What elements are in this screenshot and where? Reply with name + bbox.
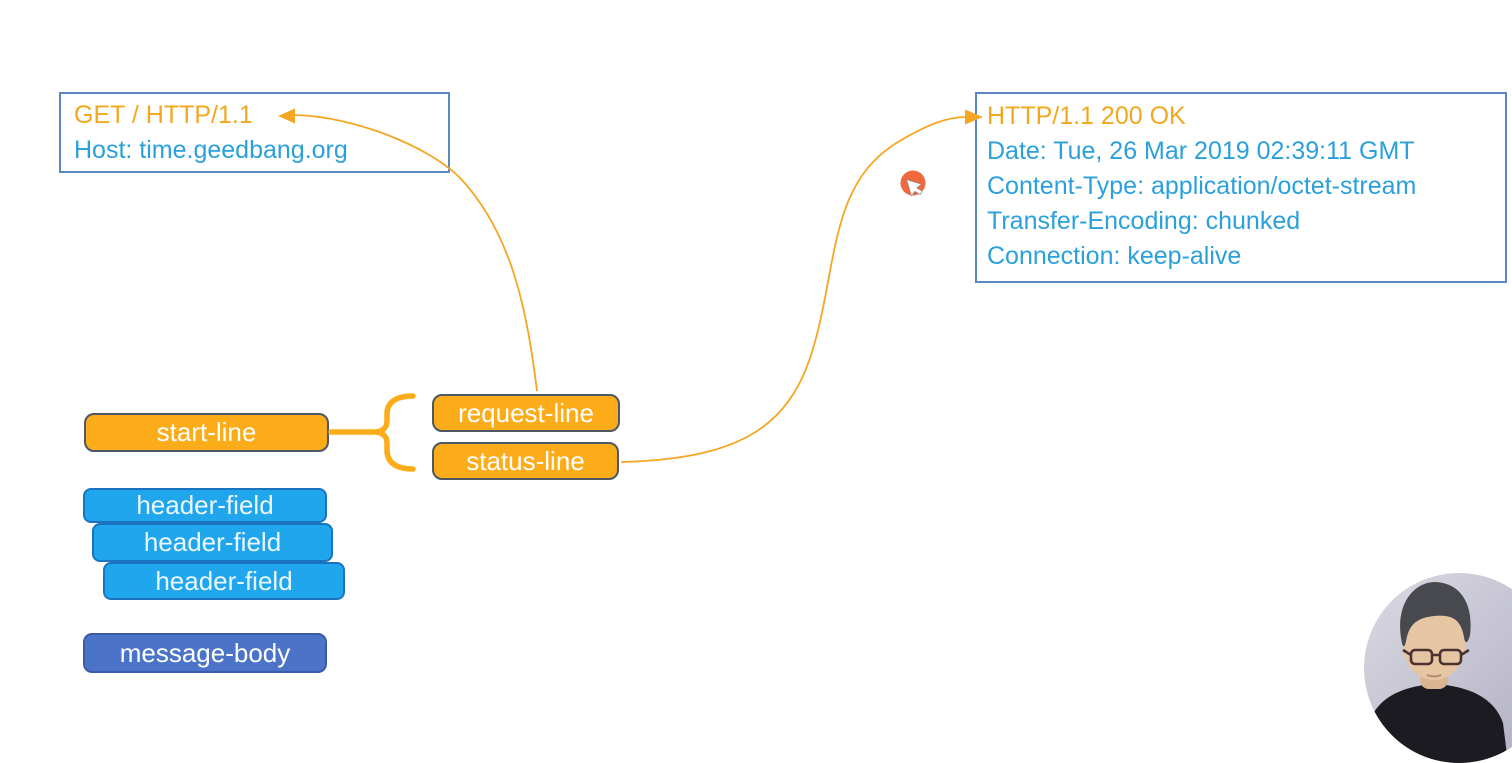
mouse-cursor-highlight-icon (900, 170, 926, 197)
request-example-box: GET / HTTP/1.1 Host: time.geedbang.org (59, 92, 450, 173)
presenter-mouth (1426, 674, 1442, 678)
response-header-transfer-encoding: Transfer-Encoding: chunked (987, 207, 1301, 235)
node-header-field-2: header-field (92, 523, 333, 562)
request-start-line-text: GET / HTTP/1.1 (74, 101, 253, 129)
curve-status-line-arrow (620, 116, 967, 463)
node-message-body: message-body (83, 633, 327, 673)
response-header-content-type: Content-Type: application/octet-stream (987, 172, 1417, 200)
presenter-hair (1400, 582, 1471, 647)
node-header-field-3: header-field (103, 562, 345, 600)
presenter-shirt (1366, 684, 1508, 763)
response-example-box: HTTP/1.1 200 OK Date: Tue, 26 Mar 2019 0… (975, 92, 1507, 283)
webcam-overlay (1364, 573, 1512, 763)
node-start-line: start-line (84, 413, 329, 452)
response-header-connection: Connection: keep-alive (987, 242, 1242, 270)
response-header-date: Date: Tue, 26 Mar 2019 02:39:11 GMT (987, 137, 1415, 165)
presenter-glasses-icon (1402, 648, 1470, 666)
response-status-line-text: HTTP/1.1 200 OK (987, 102, 1186, 130)
request-header-text: Host: time.geedbang.org (74, 136, 348, 164)
node-header-field-1: header-field (83, 488, 327, 523)
brace-icon (371, 393, 416, 472)
node-request-line: request-line (432, 394, 620, 432)
presenter-avatar (1366, 582, 1508, 763)
node-status-line: status-line (432, 442, 619, 480)
presenter-face (1403, 610, 1465, 680)
